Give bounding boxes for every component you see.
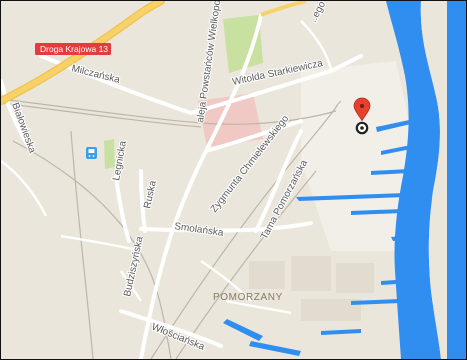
district-label-pomorzany: POMORZANY [213,292,283,303]
harbor-basins [223,1,466,359]
road-network [1,13,363,359]
minor-roads [1,20,333,315]
east-bank [420,1,447,359]
train-station-icon[interactable] [86,147,97,159]
highway-branch [260,1,307,17]
industrial-area [301,61,411,251]
svg-text:Droga Krajowa 13: Droga Krajowa 13 [40,44,108,54]
park-area-small [104,139,115,169]
location-target-icon[interactable] [355,121,369,135]
highway-badge: Droga Krajowa 13 [35,43,111,55]
park-area [223,15,263,73]
location-pin-icon[interactable] [353,97,371,122]
